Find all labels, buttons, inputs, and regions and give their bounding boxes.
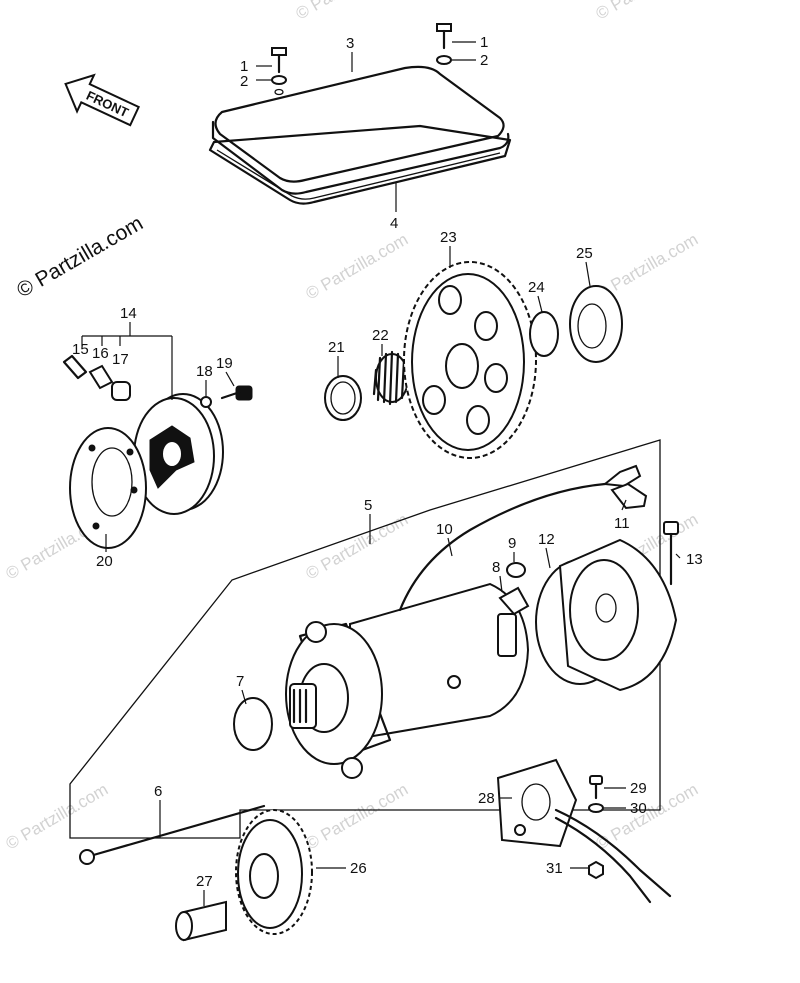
- callout-16: 16: [92, 345, 109, 362]
- relay-washer: [588, 803, 604, 813]
- needle-bearing: [372, 350, 409, 406]
- callout-8: 8: [492, 559, 500, 576]
- brush: [498, 586, 530, 616]
- callout-11: 11: [614, 515, 630, 532]
- callout-28: 28: [478, 790, 495, 807]
- cover-bolt-right: [436, 23, 452, 50]
- cover-gasket: [208, 124, 512, 205]
- callout-31: 31: [546, 860, 563, 877]
- starter-driven-gear: [403, 261, 537, 459]
- brush-spring: [506, 562, 526, 578]
- clutch-coupling: [69, 427, 147, 549]
- callout-27: 27: [196, 873, 213, 890]
- callout-23: 23: [440, 229, 457, 246]
- starter-relay: [496, 758, 672, 904]
- callout-29: 29: [630, 780, 647, 797]
- callout-19: 19: [216, 355, 233, 372]
- callout-24: 24: [528, 279, 545, 296]
- callout-7: 7: [236, 673, 244, 690]
- idle-gear-shaft: [175, 900, 227, 942]
- callout-1: 1: [480, 34, 488, 51]
- clutch-spring: [62, 354, 88, 380]
- relay-bolt: [589, 775, 603, 800]
- callout-2: 2: [480, 52, 488, 69]
- cover-bolt-left: [271, 47, 287, 74]
- end-cover: [558, 538, 678, 692]
- callout-14: 14: [120, 305, 137, 322]
- starter-assembly-outline: [69, 439, 661, 839]
- callout-18: 18: [196, 363, 213, 380]
- callout-12: 12: [538, 531, 555, 548]
- relay-nut: [588, 860, 604, 880]
- clutch-washer: [200, 396, 212, 408]
- o-ring-front: [233, 697, 273, 751]
- callout-22: 22: [372, 327, 389, 344]
- starter-clutch-group: [62, 354, 253, 549]
- clutch-spring-cap: [88, 364, 114, 390]
- callout-1: 1: [240, 58, 248, 75]
- starter-lead-wire: [398, 482, 607, 612]
- callout-9: 9: [508, 535, 516, 552]
- leader-lines: [81, 41, 681, 906]
- callout-10: 10: [436, 521, 453, 538]
- callout-17: 17: [112, 351, 129, 368]
- callout-26: 26: [350, 860, 367, 877]
- watermark-text: © Partzilla.com: [303, 780, 412, 854]
- watermark-main: © Partzilla.com: [13, 212, 147, 303]
- callout-25: 25: [576, 245, 593, 262]
- front-arrow: FRONT: [64, 73, 140, 127]
- through-bolt-starter: [79, 804, 266, 865]
- callout-4: 4: [390, 215, 398, 232]
- starter-cover: [211, 56, 510, 195]
- watermark-text: © Partzilla.com: [303, 230, 412, 304]
- watermark-text: © Partzilla.com: [593, 0, 702, 23]
- starter-clutch-body: [133, 393, 224, 515]
- callout-3: 3: [346, 35, 354, 52]
- callout-20: 20: [96, 553, 113, 570]
- starter-motor: [285, 582, 530, 779]
- callout-21: 21: [328, 339, 345, 356]
- pinion-shaft: [289, 683, 317, 729]
- through-bolt-long: [663, 521, 679, 586]
- watermark-text: © Partzilla.com: [303, 510, 412, 584]
- watermark-text: © Partzilla.com: [293, 0, 402, 23]
- clutch-roller: [111, 381, 131, 401]
- callout-30: 30: [630, 800, 647, 817]
- cover-washer-left: [271, 75, 287, 85]
- cover-washer-right: [436, 55, 452, 65]
- watermark-text: © Partzilla.com: [3, 780, 112, 854]
- clutch-bolt: [220, 385, 253, 401]
- lead-grommet: [610, 482, 648, 510]
- callout-15: 15: [72, 341, 89, 358]
- callout-13: 13: [686, 551, 703, 568]
- callouts: 1 2 3 1 2 4 5 6 7 8 9 10 11 12 13 14 15 …: [72, 34, 703, 890]
- gear-washer: [529, 311, 559, 357]
- idle-gear: [235, 809, 313, 935]
- callout-5: 5: [364, 497, 372, 514]
- lead-terminal: [602, 464, 642, 488]
- callout-6: 6: [154, 783, 162, 800]
- callout-2: 2: [240, 73, 248, 90]
- oil-seal: [569, 285, 623, 363]
